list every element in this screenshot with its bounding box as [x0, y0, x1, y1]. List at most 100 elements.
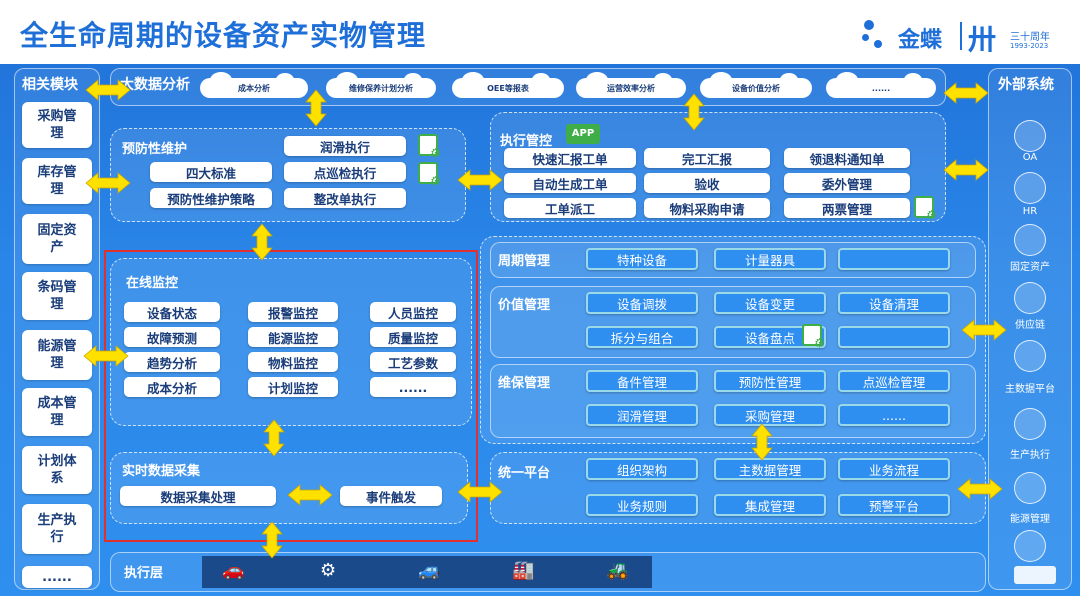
external-systems-title: 外部系统: [998, 77, 1054, 93]
module-cost[interactable]: 成本管理: [22, 388, 92, 436]
module-procurement[interactable]: 采购管理: [22, 102, 92, 148]
module-planning[interactable]: 计划体系: [22, 446, 92, 494]
alarm-monitor-button[interactable]: 报警监控: [248, 302, 338, 322]
spare-parts-button[interactable]: 备件管理: [586, 370, 698, 392]
plan-monitor-button[interactable]: 计划监控: [248, 377, 338, 397]
data-acquisition-process-button[interactable]: 数据采集处理: [120, 486, 276, 506]
arrow-exec-right: [943, 159, 989, 181]
arrow-process-trigger: [287, 484, 333, 506]
cloud-cost-analysis[interactable]: 成本分析: [200, 72, 308, 98]
arrow-bigdata-right: [943, 82, 989, 104]
app-icon: [802, 324, 825, 350]
anniversary-text: 三十周年: [1010, 32, 1050, 43]
platform-title: 统一平台: [498, 466, 551, 481]
app-icon: [914, 196, 937, 222]
ext-placeholder-box: [1014, 566, 1056, 584]
app-badge: APP: [566, 124, 600, 144]
four-standards-button[interactable]: 四大标准: [150, 162, 272, 182]
acceptance-button[interactable]: 验收: [644, 173, 770, 193]
cost-analysis-button[interactable]: 成本分析: [124, 377, 220, 397]
hr-icon: [1014, 172, 1046, 204]
purchase-mgmt-button[interactable]: 采购管理: [714, 404, 826, 426]
business-process-button[interactable]: 业务流程: [838, 458, 950, 480]
integration-mgmt-button[interactable]: 集成管理: [714, 494, 826, 516]
fault-prediction-button[interactable]: 故障预测: [124, 327, 220, 347]
fixed-assets-icon: [1014, 224, 1046, 256]
module-fixed-assets[interactable]: 固定资产: [22, 214, 92, 264]
ext-label-oa: OA: [1022, 152, 1038, 163]
arrow-maintenance-platform: [751, 423, 773, 461]
special-equipment-button[interactable]: 特种设备: [586, 248, 698, 270]
preventive-strategy-button[interactable]: 预防性维护策略: [150, 188, 272, 208]
lifecycle-empty-button[interactable]: [838, 248, 950, 270]
material-monitor-button[interactable]: 物料监控: [248, 352, 338, 372]
material-purchase-request-button[interactable]: 物料采购申请: [644, 198, 770, 218]
realtime-title: 实时数据采集: [122, 464, 201, 479]
material-notice-button[interactable]: 领退料通知单: [784, 148, 910, 168]
execution-control-title: 执行管控: [500, 134, 553, 149]
online-monitor-title: 在线监控: [126, 276, 179, 291]
lubrication-mgmt-button[interactable]: 润滑管理: [586, 404, 698, 426]
module-production[interactable]: 生产执行: [22, 504, 92, 554]
arrow-mgmt-right: [961, 319, 1007, 341]
alert-platform-button[interactable]: 预警平台: [838, 494, 950, 516]
maintenance-title: 维保管理: [498, 376, 551, 391]
lifecycle-title: 周期管理: [498, 254, 551, 269]
related-modules-title: 相关模块: [22, 77, 78, 93]
split-combine-button[interactable]: 拆分与组合: [586, 326, 698, 348]
page-title: 全生命周期的设备资产实物管理: [20, 19, 427, 52]
trend-analysis-button[interactable]: 趋势分析: [124, 352, 220, 372]
cloud-oee-report[interactable]: OEE等报表: [452, 72, 564, 98]
personnel-monitor-button[interactable]: 人员监控: [370, 302, 456, 322]
cloud-maintenance-plan-analysis[interactable]: 维修保养计划分析: [326, 72, 436, 98]
equipment-status-button[interactable]: 设备状态: [124, 302, 220, 322]
energy-icon: [1014, 472, 1046, 504]
two-tickets-button[interactable]: 两票管理: [784, 198, 910, 218]
title-bar: [0, 0, 1080, 64]
module-inventory[interactable]: 库存管理: [22, 158, 92, 204]
arrow-realtime-exec: [261, 521, 283, 559]
arrow-monitor-realtime: [263, 419, 285, 457]
app-icon: [418, 134, 441, 160]
inspection-exec-button[interactable]: 点巡检执行: [284, 162, 406, 182]
org-structure-button[interactable]: 组织架构: [586, 458, 698, 480]
inspection-mgmt-button[interactable]: 点巡检管理: [838, 370, 950, 392]
event-trigger-button[interactable]: 事件触发: [340, 486, 442, 506]
order-dispatch-button[interactable]: 工单派工: [504, 198, 636, 218]
brand-divider: [960, 22, 962, 50]
business-rules-button[interactable]: 业务规则: [586, 494, 698, 516]
module-energy[interactable]: 能源管理: [22, 330, 92, 380]
cloud-operation-efficiency[interactable]: 运营效率分析: [576, 72, 686, 98]
maintenance-more-button[interactable]: ......: [838, 404, 950, 426]
outsourcing-button[interactable]: 委外管理: [784, 173, 910, 193]
production-icon: [1014, 408, 1046, 440]
quality-monitor-button[interactable]: 质量监控: [370, 327, 456, 347]
module-barcode[interactable]: 条码管理: [22, 272, 92, 320]
oa-icon: [1014, 120, 1046, 152]
app-icon: [418, 162, 441, 188]
equipment-transfer-button[interactable]: 设备调拨: [586, 292, 698, 314]
arrow-preventive-monitor: [251, 223, 273, 261]
completion-report-button[interactable]: 完工汇报: [644, 148, 770, 168]
process-params-button[interactable]: 工艺参数: [370, 352, 456, 372]
energy-monitor-button[interactable]: 能源监控: [248, 327, 338, 347]
quick-report-order-button[interactable]: 快速汇报工单: [504, 148, 636, 168]
preventive-mgmt-button[interactable]: 预防性管理: [714, 370, 826, 392]
value-empty-button[interactable]: [838, 326, 950, 348]
cloud-asset-value[interactable]: 设备价值分析: [700, 72, 812, 98]
equipment-change-button[interactable]: 设备变更: [714, 292, 826, 314]
arrow-platform-right: [957, 478, 1003, 500]
master-data-mgmt-button[interactable]: 主数据管理: [714, 458, 826, 480]
cloud-more[interactable]: ......: [826, 72, 936, 98]
auto-generate-order-button[interactable]: 自动生成工单: [504, 173, 636, 193]
equipment-disposal-button[interactable]: 设备清理: [838, 292, 950, 314]
monitor-more-button[interactable]: ......: [370, 377, 456, 397]
measuring-instruments-button[interactable]: 计量器具: [714, 248, 826, 270]
lubrication-exec-button[interactable]: 润滑执行: [284, 136, 406, 156]
value-title: 价值管理: [498, 298, 551, 313]
rectification-exec-button[interactable]: 整改单执行: [284, 188, 406, 208]
ext-label-production: 生产执行: [1010, 450, 1050, 461]
equipment-inventory-button[interactable]: 设备盘点: [714, 326, 826, 348]
brand-name: 金蝶: [898, 28, 943, 53]
module-more[interactable]: ......: [22, 566, 92, 588]
